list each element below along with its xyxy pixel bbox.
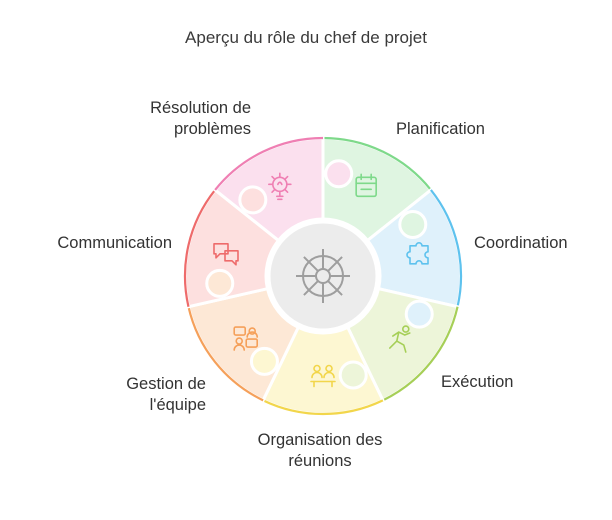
segment-rim-3: [262, 399, 384, 416]
segment-rim-2: [382, 306, 459, 402]
team-chat-icon: [233, 326, 259, 351]
segment-rim-6: [214, 136, 324, 191]
label-execution: Exécution: [441, 373, 514, 391]
puzzle-knob-4: [249, 346, 279, 376]
puzzle-piece-icon: [406, 242, 429, 265]
segment-rim-5: [183, 189, 216, 307]
meeting-people-icon: [310, 364, 336, 388]
label-communication: Communication: [57, 234, 172, 252]
segment-rim-0: [322, 136, 432, 191]
diagram-title: Aperçu du rôle du chef de projet: [185, 28, 427, 47]
segment-rim-1: [430, 189, 463, 307]
label-planification: Planification: [396, 120, 485, 138]
lightbulb-gear-icon: [268, 172, 292, 201]
label-resolution-problemes: Résolution de problèmes: [150, 99, 251, 138]
running-person-icon: [388, 325, 411, 353]
label-coordination: Coordination: [474, 234, 568, 252]
puzzle-knob-0: [324, 159, 354, 189]
center-disc: [267, 220, 379, 332]
segment-rim-4: [187, 306, 264, 402]
puzzle-knob-5: [205, 268, 235, 298]
puzzle-knob-3: [338, 360, 368, 390]
ship-wheel-icon: [296, 249, 350, 303]
puzzle-knob-1: [398, 210, 428, 240]
chat-bubbles-icon: [213, 243, 239, 266]
label-gestion-equipe: Gestion de l'équipe: [126, 375, 206, 414]
puzzle-knob-6: [238, 185, 268, 215]
label-organisation-reunions: Organisation des réunions: [257, 431, 383, 470]
puzzle-knob-2: [404, 299, 434, 329]
calendar-icon: [355, 173, 377, 198]
